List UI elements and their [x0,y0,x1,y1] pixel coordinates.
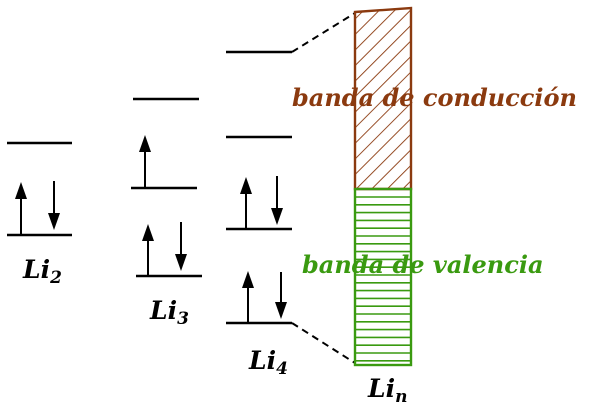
valence-band-label: banda de valencia [302,250,544,279]
li4-label: Li4 [248,346,288,379]
li3-label: Li3 [149,296,189,329]
li3-spin-up-arrow-upper [139,135,151,188]
connector-dashed-top [291,12,356,53]
connector-dashed-bottom [291,322,356,364]
lin-label: Lin [367,374,407,407]
li4-spin-down-arrow-upper [271,176,283,225]
li2-label: Li2 [22,255,62,288]
li3-spin-down-arrow [175,222,187,271]
conduction-band-label: banda de conducción [292,83,577,112]
li4-spin-down-arrow-lower [275,272,287,319]
li3-levels [131,97,202,278]
li4-spin-up-arrow-upper [240,177,252,229]
li3-spin-up-arrow-lower [142,224,154,276]
li4-spin-up-arrow-lower [242,271,254,323]
valence-band [353,187,413,367]
li2-spin-down-arrow [48,181,60,230]
li4-levels [226,50,292,325]
li2-spin-up-arrow [15,182,27,235]
li2-levels [7,141,72,237]
